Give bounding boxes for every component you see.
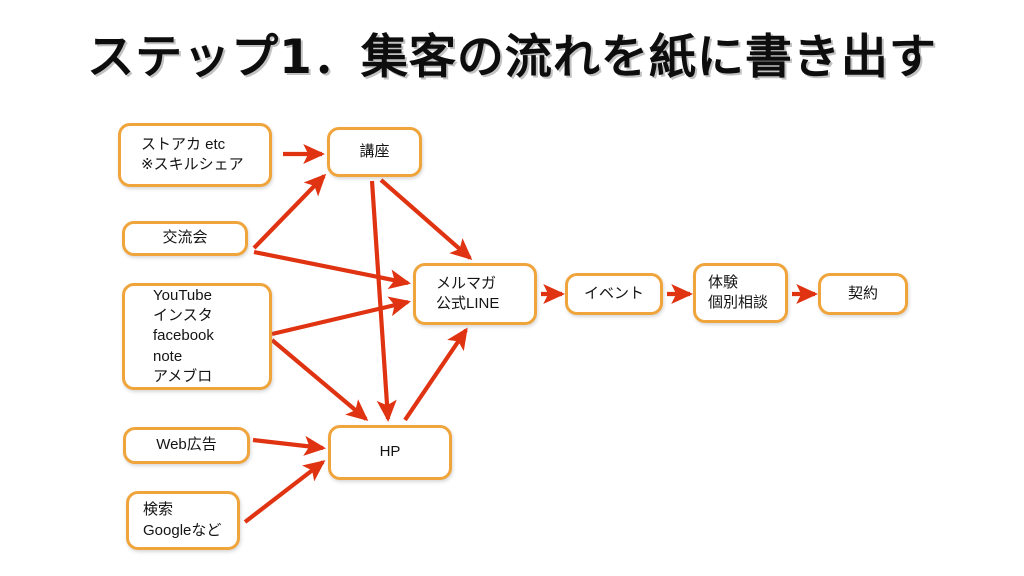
node-storeaca[interactable]: ストアカ etc ※スキルシェア [118, 123, 272, 187]
node-kouza[interactable]: 講座 [327, 127, 422, 177]
node-merumaga[interactable]: メルマガ 公式LINE [413, 263, 537, 325]
node-kouza-label: 講座 [359, 142, 390, 160]
node-hp[interactable]: HP [328, 425, 452, 480]
arrow-kouryukai-to-merumaga [253, 249, 411, 290]
node-hp-label: HP [379, 443, 401, 461]
node-event[interactable]: イベント [565, 273, 663, 315]
node-keiyaku[interactable]: 契約 [818, 273, 908, 315]
node-webad[interactable]: Web広告 [123, 427, 250, 464]
arrow-webad-to-hp [252, 435, 327, 456]
node-taiken-label: 体験 個別相談 [708, 273, 769, 311]
node-sns[interactable]: YouTube インスタ facebook note アメブロ [122, 283, 272, 390]
node-kouryukai[interactable]: 交流会 [122, 221, 248, 256]
page-title: ステップ1．集客の流れを紙に書き出す [87, 30, 937, 85]
node-storeaca-label: ストアカ etc ※スキルシェア [141, 135, 244, 173]
arrow-kensaku-to-hp [243, 460, 326, 524]
arrow-sns-to-hp [270, 338, 369, 421]
node-keiyaku-label: 契約 [847, 284, 878, 302]
node-kensaku-label: 検索 Googleなど [143, 501, 222, 539]
node-kensaku[interactable]: 検索 Googleなど [126, 491, 240, 550]
arrow-kouza-to-hp [369, 180, 397, 423]
arrow-kouryukai-to-kouza [252, 173, 327, 250]
node-event-label: イベント [583, 284, 644, 302]
arrow-sns-to-merumaga [271, 296, 411, 337]
node-webad-label: Web広告 [156, 436, 217, 454]
node-sns-label: YouTube インスタ facebook note アメブロ [153, 287, 214, 385]
node-kouryukai-label: 交流会 [162, 229, 208, 247]
node-taiken[interactable]: 体験 個別相談 [693, 263, 788, 323]
arrow-kouza-to-merumaga [379, 178, 473, 261]
arrow-hp-to-merumaga [403, 327, 468, 422]
node-merumaga-label: メルマガ 公式LINE [436, 274, 500, 312]
